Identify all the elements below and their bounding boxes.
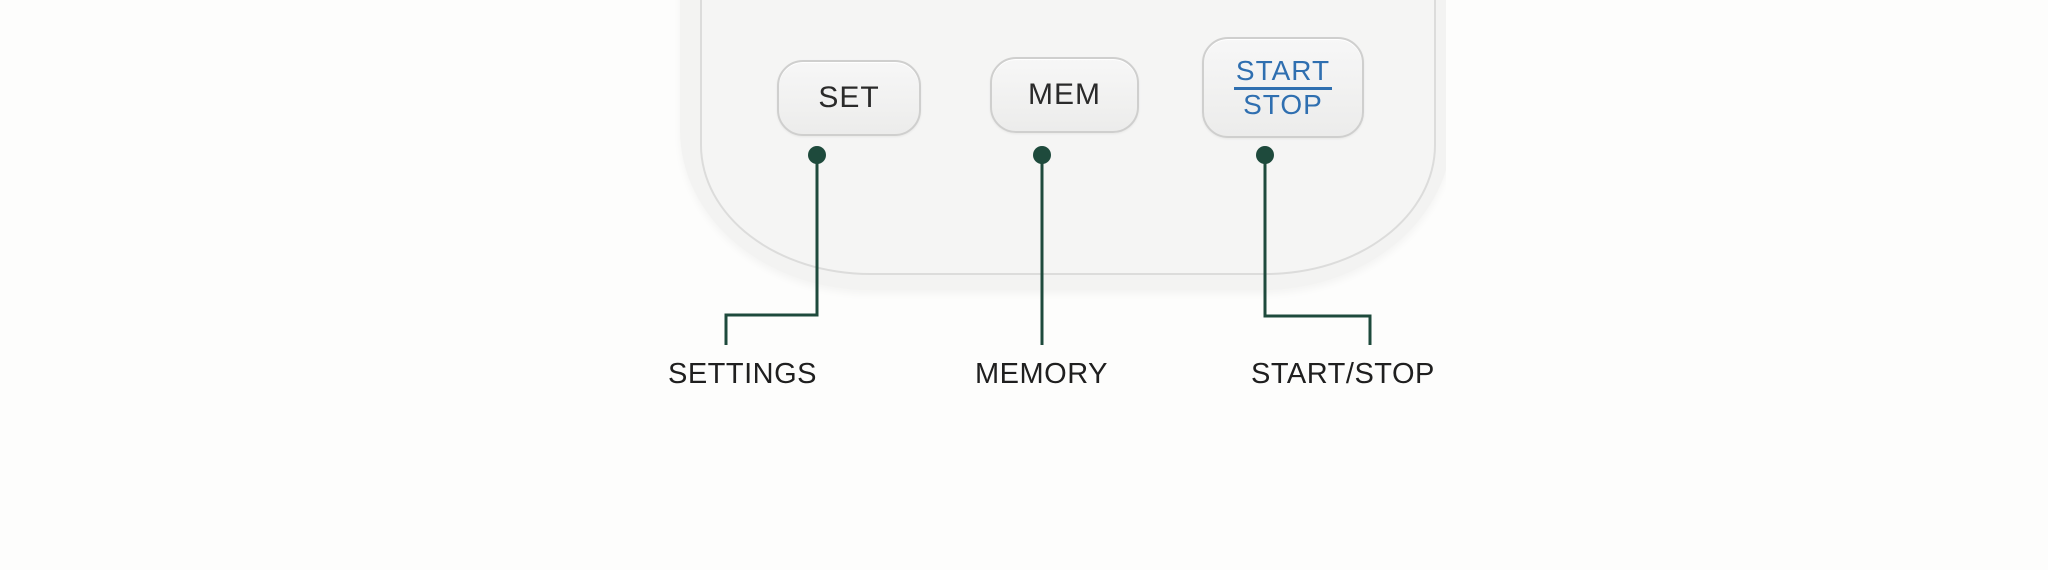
set-button[interactable]: SET (777, 60, 921, 136)
memory-callout-label: MEMORY (975, 358, 1108, 390)
start-stop-callout-dot (1256, 146, 1274, 164)
memory-callout-dot (1033, 146, 1051, 164)
set-button-label: SET (818, 81, 880, 114)
mem-button-label: MEM (1028, 78, 1101, 111)
mem-button[interactable]: MEM (990, 57, 1139, 133)
start-stop-leader-line (1263, 155, 1372, 345)
background-left (0, 0, 670, 570)
start-button-label: START (1233, 55, 1333, 90)
settings-callout-label: SETTINGS (668, 358, 818, 390)
settings-callout-dot (808, 146, 826, 164)
settings-leader-line (724, 155, 819, 345)
background-right (1446, 0, 2048, 570)
stop-button-label: STOP (1243, 88, 1323, 120)
start-stop-button[interactable]: START STOP (1202, 37, 1364, 138)
start-stop-callout-label: START/STOP (1251, 358, 1435, 390)
